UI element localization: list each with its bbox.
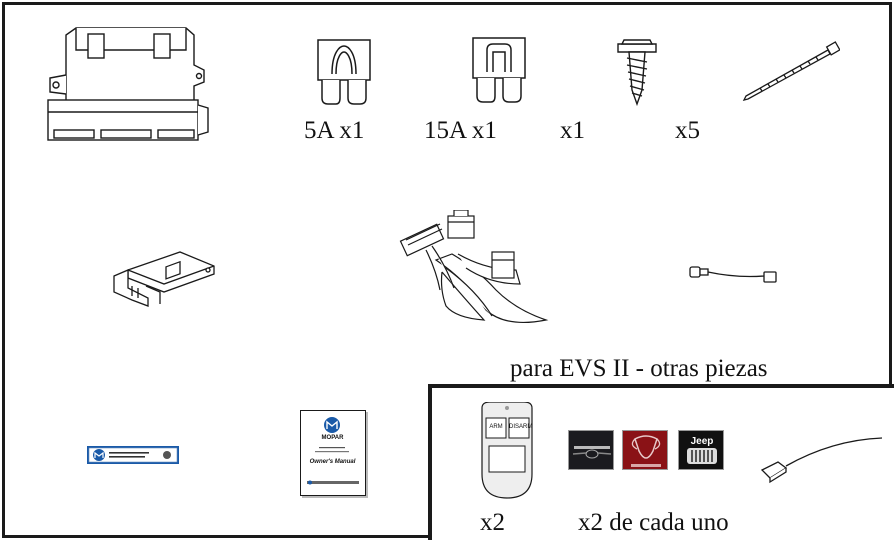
cable-tie: [742, 41, 840, 101]
mopar-security-sticker: [87, 446, 179, 464]
pigtail-connector: [760, 437, 883, 484]
fuse-15a-label: 15A x1: [424, 117, 497, 144]
owners-manual: MOPAR Owner's Manual: [300, 410, 366, 496]
fuse-15a: [472, 37, 526, 103]
remote-arm-button: ARM: [489, 424, 503, 430]
remote-transmitter: ARM DISARM: [474, 402, 540, 502]
fuse-5a: [317, 39, 371, 105]
control-module: [47, 27, 209, 141]
sensor-cable: [689, 266, 777, 283]
remote-qty-label: x2: [480, 509, 505, 536]
wiring-harness: [399, 210, 549, 324]
screw-qty-5-label: x5: [675, 117, 700, 144]
manual-title: Owner's Manual: [309, 459, 356, 465]
manual-brand: MOPAR: [321, 435, 344, 441]
connector-module: [113, 251, 215, 307]
evs-ii-parts-box: ARM DISARM Jeep x2 x2 de cada uno: [428, 384, 894, 540]
dodge-badge: [622, 430, 668, 470]
chrysler-badge: [568, 430, 614, 470]
screw-qty-1-label: x1: [560, 117, 585, 144]
fuse-5a-label: 5A x1: [304, 117, 365, 144]
badges-qty-label: x2 de cada uno: [578, 509, 729, 536]
section-title: para EVS II - otras piezas: [510, 355, 768, 382]
remote-disarm-button: DISARM: [509, 424, 533, 430]
screw: [617, 39, 657, 106]
jeep-badge: Jeep: [678, 430, 724, 470]
svg-text:Jeep: Jeep: [691, 436, 714, 447]
